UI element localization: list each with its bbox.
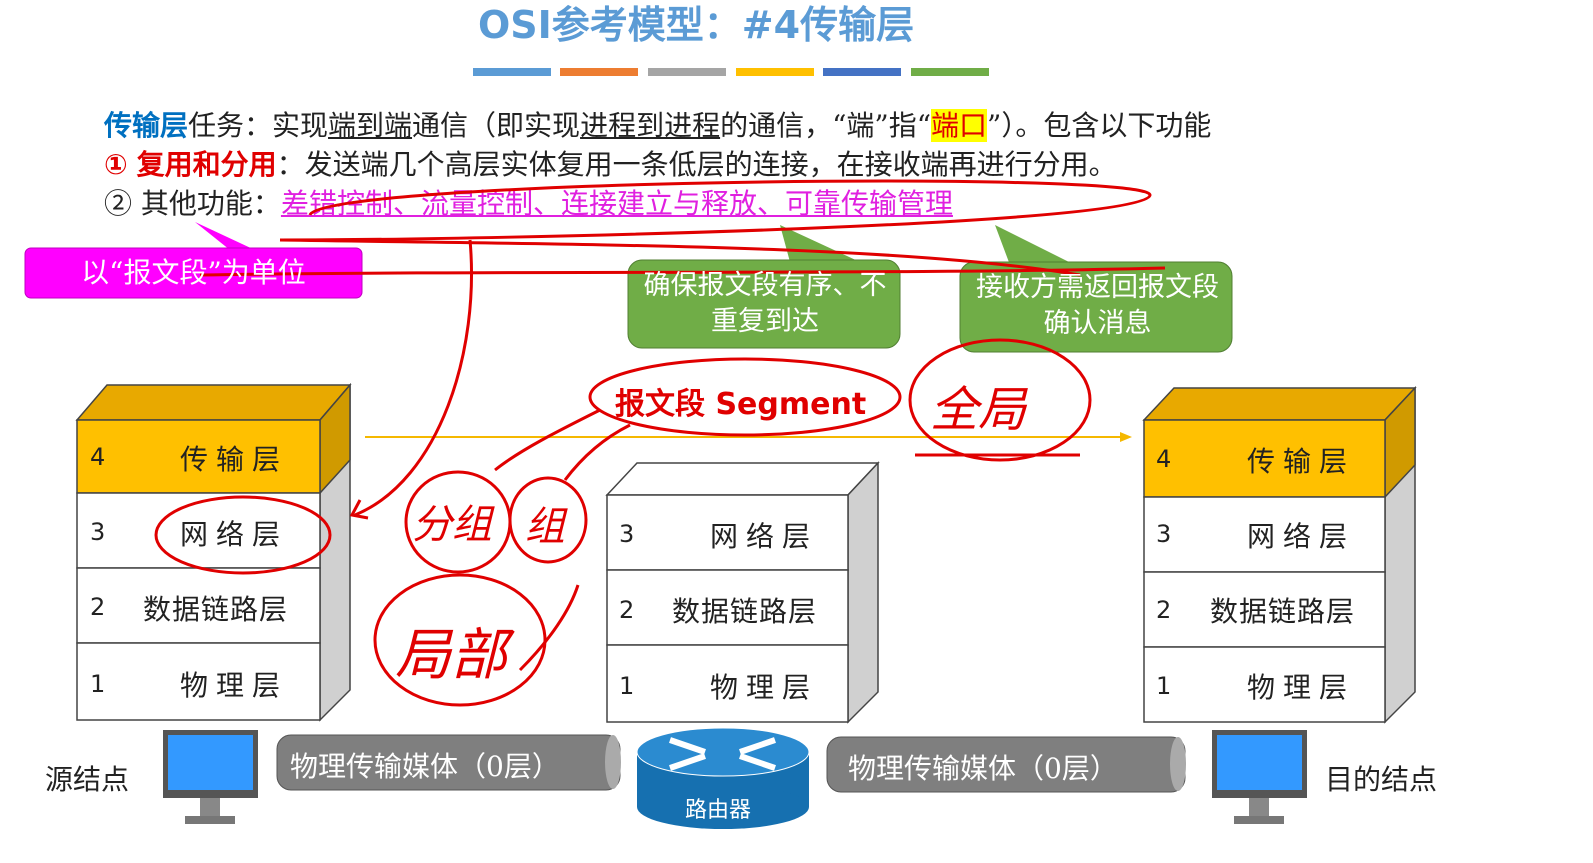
dest-stack [1142,386,1417,724]
layer-name: 物理层 [1247,671,1356,704]
unit-callout-text: 以“报文段”为单位 [81,256,306,289]
item2-line: ② 其他功能：差错控制、流量控制、连接建立与释放、可靠传输管理 [104,182,953,222]
title-bar-gray [648,68,726,76]
ack-callout [959,261,1233,353]
router-icon [636,727,810,829]
layer-number: 1 [90,670,106,698]
layer-name: 数据链路层 [143,593,289,626]
layer-number: 3 [1156,520,1172,548]
layer-name: 网络层 [180,518,289,551]
segment-arrowhead [1120,432,1132,442]
ack-callout-tail [995,225,1075,265]
left-media-label: 物理传输媒体（0层） [290,750,560,783]
layer-name: 数据链路层 [1210,595,1356,628]
item1-line: ① 复用和分用：发送端几个高层实体复用一条低层的连接，在接收端再进行分用。 [104,143,1117,183]
source-node-label: 源结点 [45,763,130,796]
layer-number: 4 [90,443,106,471]
handwritten-annotations [154,179,1166,707]
layer-number: 2 [1156,596,1172,624]
title-bar-green [911,68,989,76]
source-computer-icon [163,730,258,824]
layer-number: 1 [619,672,635,700]
ack-callout-text: 接收方需返回报文段确认消息 [976,272,1219,339]
unit-callout-tail [195,222,255,250]
intro-text: 通信（即实现 [412,109,581,142]
order-callout-tail [780,225,860,262]
slide-title: OSI参考模型：#4传输层 [478,3,915,47]
layer-number: 2 [90,593,106,621]
title-bar-darkblue [823,68,901,76]
item1-text: ：发送端几个高层实体复用一条低层的连接，在接收端再进行分用。 [276,148,1117,181]
item2-funcs: 差错控制、流量控制、连接建立与释放、可靠传输管理 [280,187,953,220]
router-stack [605,461,880,724]
dest-node-label: 目的结点 [1325,763,1438,796]
title-bar-yellow [736,68,814,76]
item2-num: ② [104,187,133,220]
layer-number: 4 [1156,445,1172,473]
item1-head: 复用和分用 [136,148,277,181]
right-media-label: 物理传输媒体（0层） [848,752,1118,785]
layer-name: 物理层 [180,669,289,702]
layer-name: 数据链路层 [672,595,818,628]
layer-number: 2 [619,596,635,624]
dest-computer-icon [1212,730,1307,824]
intro-line: 传输层任务：实现端到端通信（即实现进程到进程的通信，“端”指“端口”）。包含以下… [104,104,1211,144]
intro-text: 的通信，“端”指“ [720,109,932,142]
intro-head: 传输层 [104,109,189,142]
handwritten-group: 分组 [412,502,492,548]
item2-head: 其他功能： [140,187,281,220]
layer-number: 3 [619,520,635,548]
layer-name: 网络层 [1247,520,1356,553]
layer-number: 1 [1156,672,1172,700]
intro-text: ”）。包含以下功能 [987,109,1212,142]
handwritten-local: 局部 [395,623,507,688]
layer-name: 物理层 [710,671,819,704]
router-label: 路由器 [685,798,752,823]
intro-underline: 端到端 [328,109,413,142]
title-bar-blue [473,68,551,76]
layer-name: 传输层 [1247,445,1356,478]
layer-name: 传输层 [180,443,289,476]
intro-text: 任务：实现 [188,109,329,142]
layer-number: 3 [90,518,106,546]
source-stack [75,382,352,722]
order-callout-text: 确保报文段有序、不重复到达 [643,270,887,337]
intro-underline: 进程到进程 [580,109,721,142]
title-bar-orange [560,68,638,76]
handwritten-group2: 组 [525,504,565,550]
handwritten-global: 全局 [930,382,1027,438]
order-callout [627,259,901,349]
item1-num: ① [104,148,128,181]
segment-label: 报文段 Segment [615,387,867,422]
layer-name: 网络层 [710,520,819,553]
port-highlight: 端口 [931,109,988,142]
